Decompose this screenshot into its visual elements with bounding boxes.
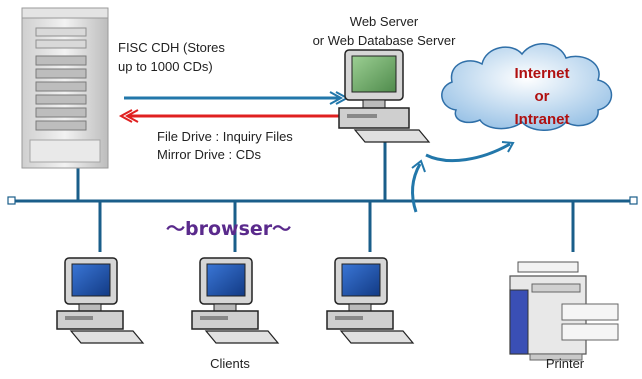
server-label-line2: up to 1000 CDs) bbox=[118, 59, 213, 74]
browser-label: ～browser～ bbox=[166, 218, 292, 240]
cloud-label-line2: or bbox=[534, 88, 550, 105]
drives-label: File Drive : Inquiry Files Mirror Drive … bbox=[157, 128, 293, 164]
cloud-icon bbox=[441, 43, 613, 131]
web-server-label-line2: or Web Database Server bbox=[312, 33, 456, 48]
client-computer-icon bbox=[326, 257, 415, 344]
cloud-label-line3: Intranet bbox=[514, 111, 570, 128]
client-computer-icon bbox=[56, 257, 145, 344]
clients-label: Clients bbox=[210, 356, 250, 371]
transfer-arrows bbox=[118, 91, 350, 123]
internet-arrows bbox=[411, 141, 515, 213]
cloud-label: Internet or Intranet bbox=[492, 62, 592, 131]
printer-icon bbox=[509, 261, 619, 361]
cloud-label-line1: Internet bbox=[514, 65, 570, 82]
web-server-computer-icon bbox=[338, 49, 431, 143]
server-tower-icon bbox=[21, 7, 109, 169]
server-label: FISC CDH (Stores up to 1000 CDs) bbox=[118, 38, 225, 76]
printer-label: Printer bbox=[545, 356, 585, 371]
client-computer-icon bbox=[191, 257, 280, 344]
drives-label-line1: File Drive : Inquiry Files bbox=[157, 129, 293, 144]
drives-label-line2: Mirror Drive : CDs bbox=[157, 147, 261, 162]
web-server-label: Web Server or Web Database Server bbox=[284, 12, 484, 50]
server-label-line1: FISC CDH (Stores bbox=[118, 40, 225, 55]
web-server-label-line1: Web Server bbox=[349, 14, 419, 29]
network-bus bbox=[7, 140, 638, 252]
